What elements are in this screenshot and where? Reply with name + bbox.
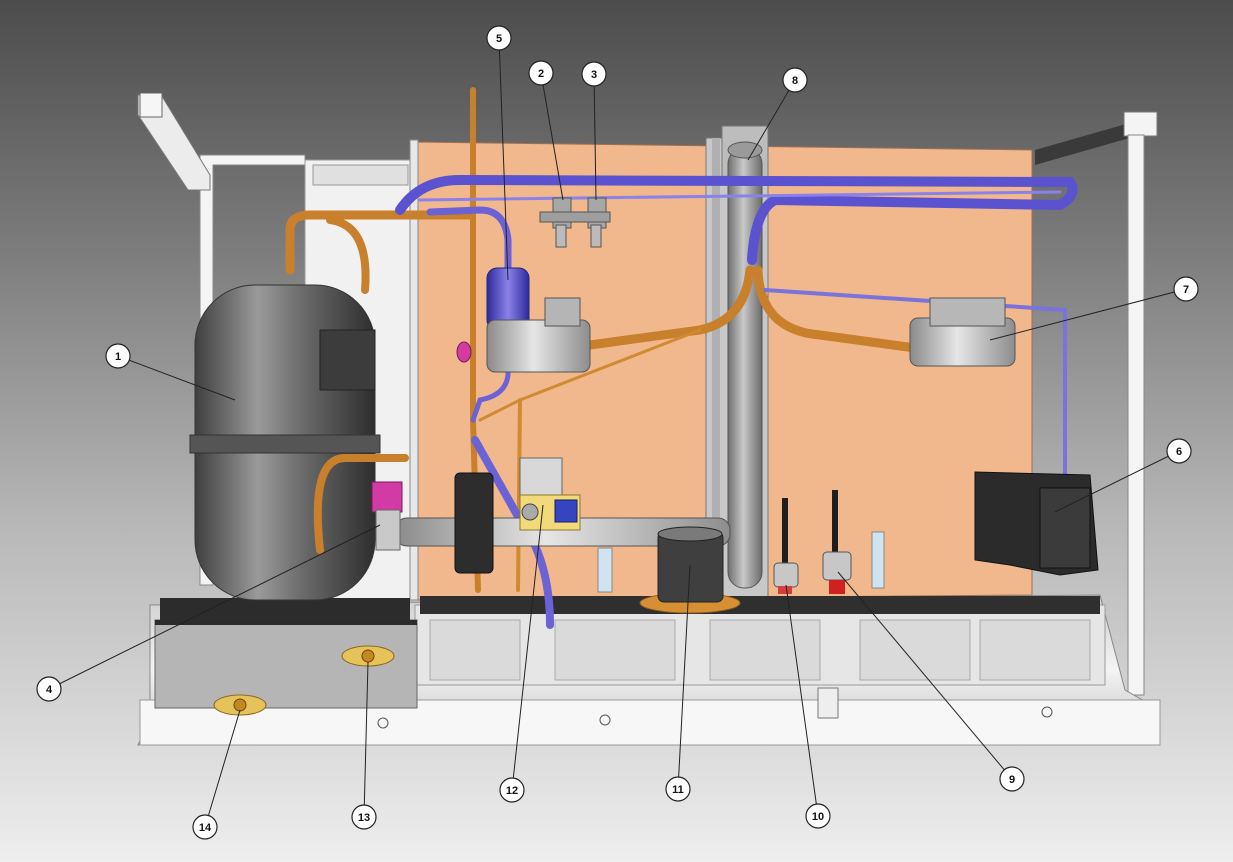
callout-13: 13	[351, 804, 377, 830]
horizontal-header	[394, 472, 731, 574]
coil-4	[371, 481, 403, 551]
callout-label: 3	[591, 69, 597, 81]
callout-label: 11	[672, 784, 684, 796]
leader-lines	[48, 37, 1187, 828]
panel-brackets	[597, 531, 885, 593]
callout-9: 9	[999, 766, 1025, 792]
pressure-sensors	[773, 490, 852, 594]
callout-label: 2	[538, 68, 544, 80]
compressor	[189, 284, 381, 601]
callout-label: 10	[812, 811, 824, 823]
callout-7: 7	[1173, 276, 1199, 302]
callout-label: 4	[46, 684, 53, 696]
callout-label: 6	[1176, 446, 1182, 458]
callout-label: 9	[1009, 774, 1015, 786]
callout-2: 2	[528, 60, 554, 86]
callout-label: 12	[506, 785, 518, 797]
callout-11: 11	[665, 776, 691, 802]
callout-6: 6	[1166, 438, 1192, 464]
callout-label: 8	[792, 75, 798, 87]
callout-5: 5	[486, 25, 512, 51]
panel-edge	[409, 139, 419, 601]
callout-12: 12	[499, 777, 525, 803]
callout-label: 13	[358, 812, 370, 824]
callout-1: 1	[105, 343, 131, 369]
callout-label: 1	[115, 351, 121, 363]
callout-label: 5	[496, 33, 502, 45]
callouts: 1 2 3 4 5 6 7 8	[36, 25, 1199, 840]
solenoid-coil-12	[519, 457, 581, 531]
insulated-block	[974, 471, 1099, 576]
callout-label: 14	[199, 822, 212, 834]
service-valves	[539, 197, 611, 248]
solenoid-valve-right	[909, 297, 1016, 367]
solenoid-valve-left	[456, 297, 591, 373]
callout-14: 14	[192, 814, 218, 840]
motor-11	[639, 526, 741, 614]
brass-fittings	[213, 645, 395, 716]
callout-3: 3	[581, 61, 607, 87]
callout-label: 7	[1183, 284, 1189, 296]
callout-10: 10	[805, 803, 831, 829]
callout-8: 8	[782, 67, 808, 93]
callout-4: 4	[36, 676, 62, 702]
